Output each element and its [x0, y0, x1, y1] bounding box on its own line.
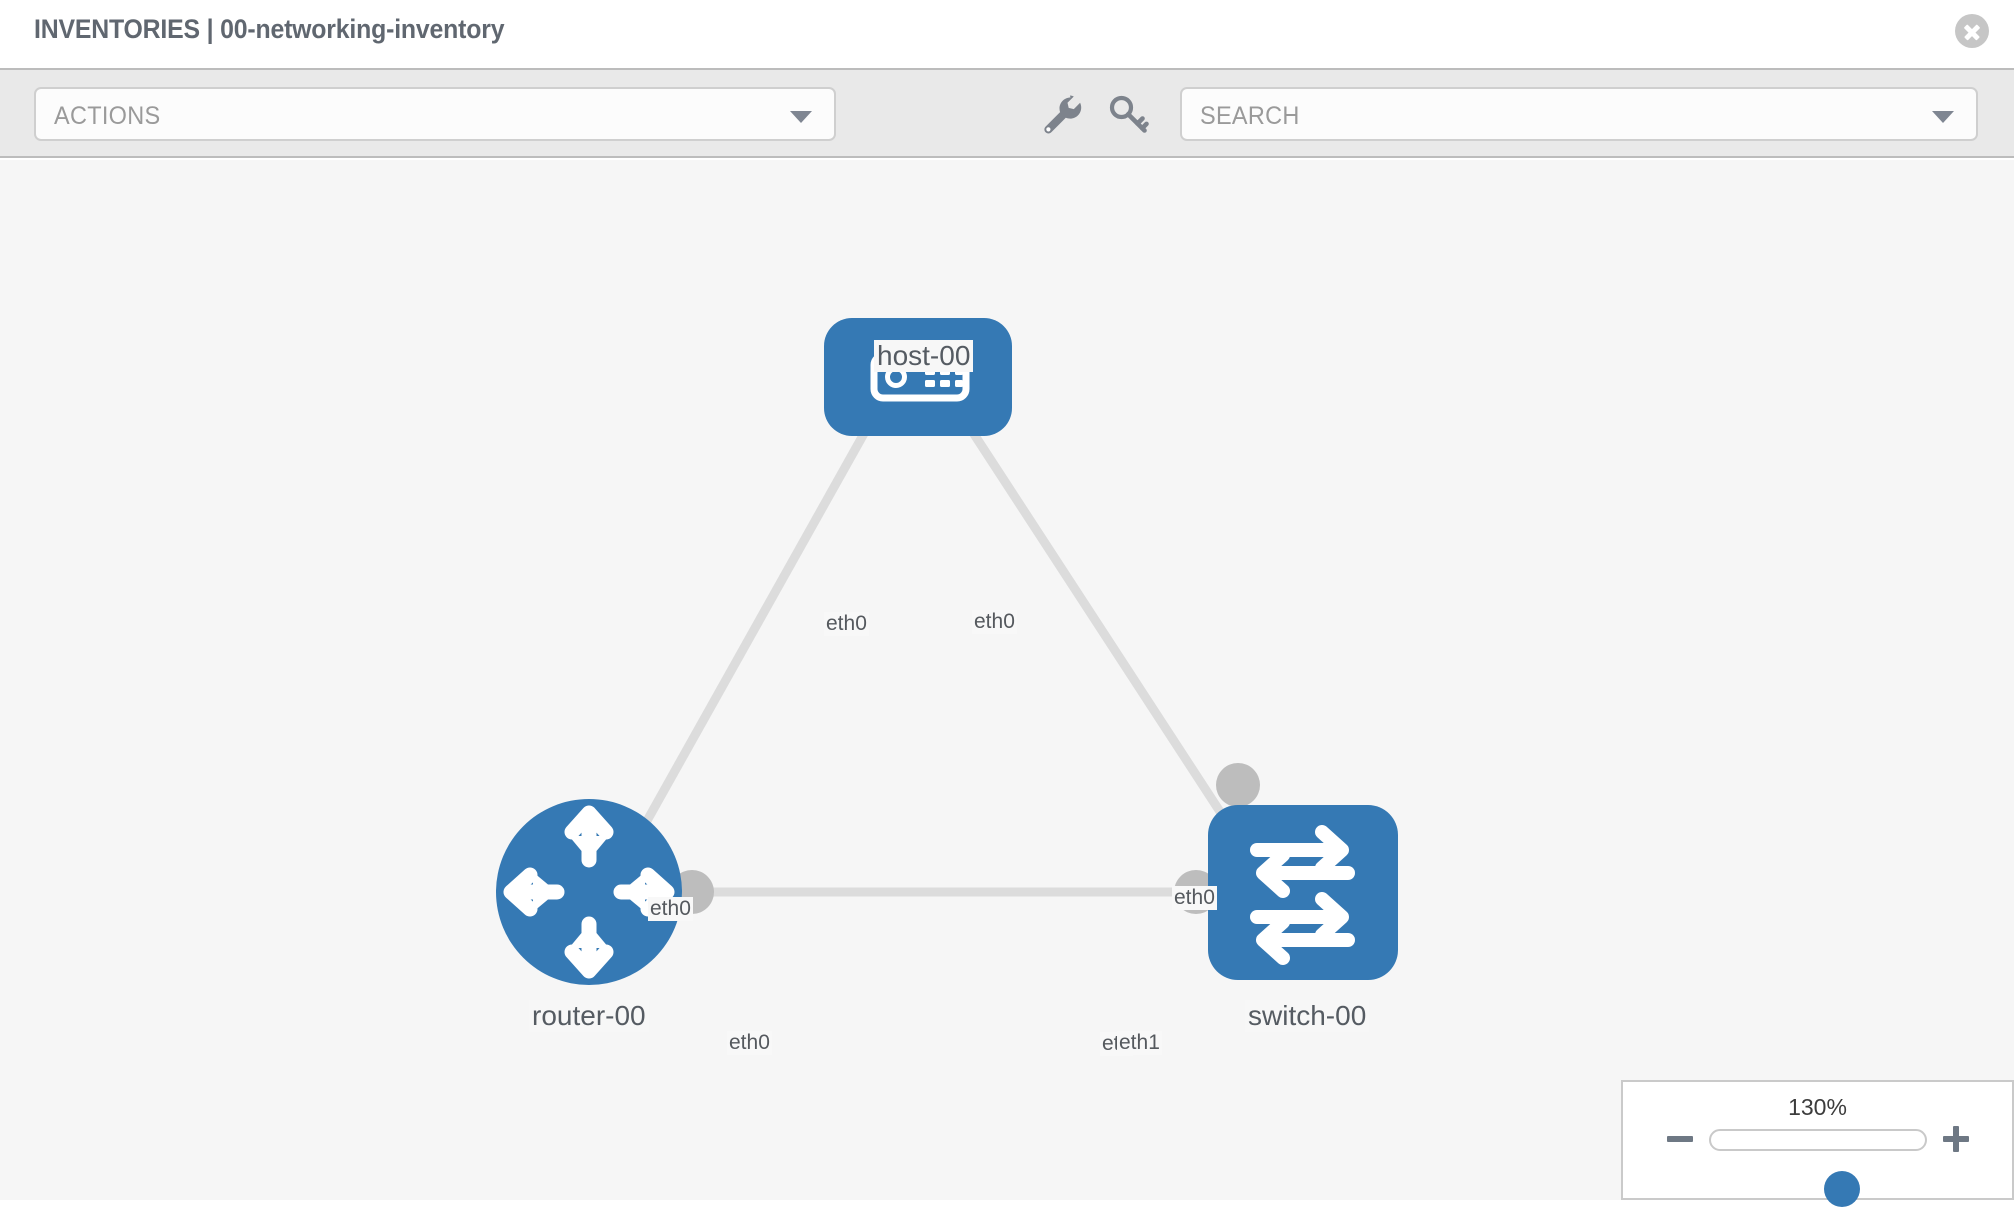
- node-switch-00[interactable]: [1208, 805, 1398, 980]
- page-title: INVENTORIES | 00-networking-inventory: [34, 14, 505, 44]
- page-header: INVENTORIES | 00-networking-inventory: [0, 0, 2014, 68]
- chevron-down-icon: [790, 111, 812, 123]
- topology-ports: [670, 383, 1260, 914]
- iface-label-router-uplink: eth0: [648, 897, 693, 921]
- topology-graph: [496, 318, 1398, 985]
- close-icon[interactable]: [1955, 14, 1989, 48]
- topology-canvas[interactable]: host-00 router-00 router-00 switch-00 et…: [0, 160, 2014, 1200]
- key-icon[interactable]: [1106, 92, 1152, 138]
- minus-icon[interactable]: [1665, 1124, 1695, 1154]
- node-label-switch-00: switch-00: [1245, 1000, 1370, 1032]
- search-input[interactable]: SEARCH: [1180, 87, 1978, 141]
- zoom-level-value: 130%: [1788, 1094, 1847, 1120]
- zoom-control-panel: 130%: [1621, 1080, 2014, 1207]
- switch-arrows-icon: [1250, 843, 1355, 947]
- port-switch-eth0[interactable]: [1216, 763, 1260, 807]
- node-label-router-00: router-00: [529, 1000, 649, 1032]
- wrench-icon[interactable]: [1038, 92, 1084, 138]
- toolbar: ACTIONS SEARCH: [0, 68, 2014, 158]
- chevron-down-icon[interactable]: [1932, 111, 1954, 123]
- actions-dropdown[interactable]: ACTIONS: [34, 87, 836, 141]
- plus-icon[interactable]: [1941, 1124, 1971, 1154]
- search-placeholder: SEARCH: [1200, 102, 1300, 130]
- iface-label-switch-eth1: eth1: [1117, 1031, 1162, 1055]
- link-host-router[interactable]: [621, 402, 884, 863]
- actions-dropdown-label: ACTIONS: [54, 102, 161, 130]
- iface-label-host-left: eth0: [824, 612, 869, 636]
- zoom-slider-thumb[interactable]: [1823, 1171, 1860, 1207]
- node-router-00[interactable]: [496, 799, 682, 985]
- zoom-slider-track[interactable]: [1709, 1129, 1927, 1207]
- iface-label-switch-uplink: eth0: [1172, 886, 1217, 910]
- link-host-switch[interactable]: [951, 402, 1249, 853]
- node-host-00[interactable]: [824, 318, 1012, 436]
- router-arrowheads: [533, 836, 645, 948]
- iface-label-host-right: eth0: [972, 610, 1017, 634]
- iface-label-router-eth0: eth0: [727, 1031, 772, 1055]
- node-label-host-00: host-00: [874, 340, 974, 372]
- topology-links: [621, 402, 1249, 897]
